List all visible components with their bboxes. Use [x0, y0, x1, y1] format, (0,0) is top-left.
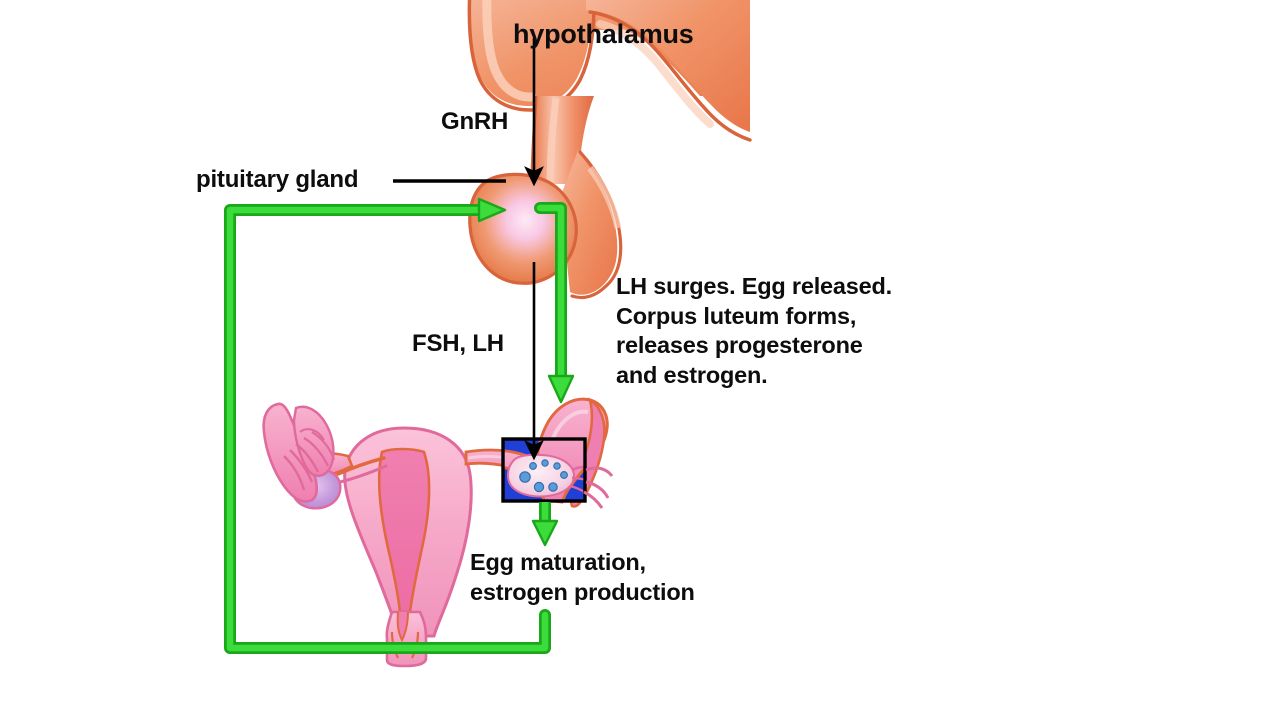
- label-fsh-lh: FSH, LH: [412, 330, 504, 357]
- label-lh-surge-note: LH surges. Egg released. Corpus luteum f…: [616, 273, 892, 388]
- negative-feedback-loop: [224, 197, 551, 654]
- label-hypothalamus: hypothalamus: [513, 19, 694, 49]
- label-pituitary-gland: pituitary gland: [196, 166, 359, 193]
- right-fimbriae: [583, 466, 614, 509]
- label-gnrh: GnRH: [441, 108, 509, 135]
- label-egg-maturation: Egg maturation, estrogen production: [470, 549, 695, 605]
- hypothalamus-structure: [467, 0, 752, 300]
- egg-maturation-arrow: [531, 502, 559, 547]
- lh-surge-arrow: [534, 202, 575, 404]
